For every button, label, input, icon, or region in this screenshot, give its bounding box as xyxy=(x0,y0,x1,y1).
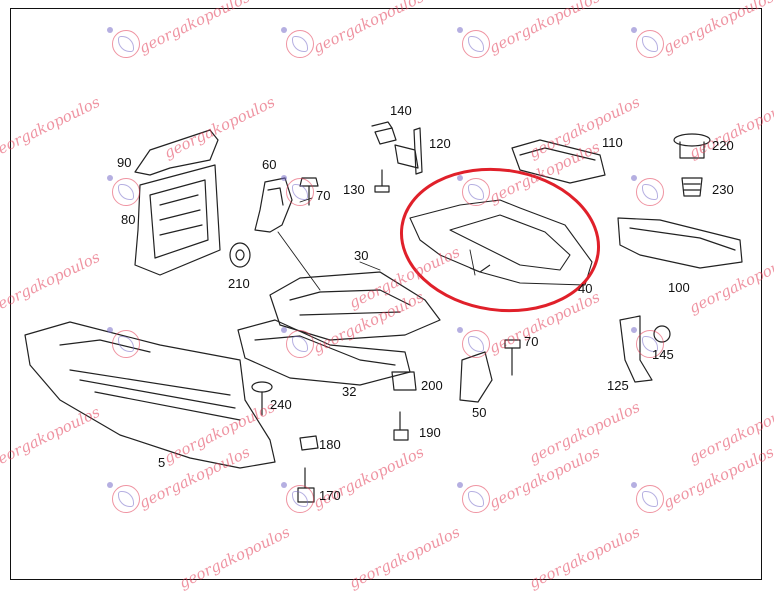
callout-100[interactable]: 100 xyxy=(668,280,690,295)
watermark-logo-icon xyxy=(631,175,664,206)
callout-125[interactable]: 125 xyxy=(607,378,629,393)
part-110-cover xyxy=(511,139,606,184)
watermark-logo-icon xyxy=(631,482,664,513)
callout-120[interactable]: 120 xyxy=(429,136,451,151)
part-210-grommet xyxy=(229,242,251,268)
callout-230[interactable]: 230 xyxy=(712,182,734,197)
callout-180[interactable]: 180 xyxy=(319,437,341,452)
watermark-logo-icon xyxy=(281,482,314,513)
part-40-underbody-cover-highlighted xyxy=(409,199,593,286)
callout-leader-lines xyxy=(277,197,476,291)
part-220-grommet xyxy=(673,133,711,159)
watermark-logo-icon xyxy=(457,175,490,206)
callout-220[interactable]: 220 xyxy=(712,138,734,153)
part-50-bracket xyxy=(459,351,493,403)
bolt-190 xyxy=(393,411,409,441)
part-200-clip xyxy=(391,371,417,391)
part-5-engine-undershield xyxy=(24,321,276,469)
callout-70-upper[interactable]: 70 xyxy=(316,188,331,203)
callout-200[interactable]: 200 xyxy=(421,378,443,393)
callout-240[interactable]: 240 xyxy=(270,397,292,412)
callout-50[interactable]: 50 xyxy=(472,405,487,420)
callout-110[interactable]: 110 xyxy=(602,135,623,150)
part-100-shield xyxy=(617,217,743,269)
watermark-logo-icon xyxy=(457,27,490,58)
part-60-bracket xyxy=(254,177,293,233)
watermark-logo-icon xyxy=(281,327,314,358)
callout-5[interactable]: 5 xyxy=(158,455,166,470)
callout-30[interactable]: 30 xyxy=(354,248,369,263)
callout-190[interactable]: 190 xyxy=(419,425,441,440)
watermark-logo-icon xyxy=(281,175,314,206)
bolt-70-lower xyxy=(504,339,521,376)
callout-32[interactable]: 32 xyxy=(342,384,357,399)
callout-60[interactable]: 60 xyxy=(262,157,277,172)
callout-70-lower[interactable]: 70 xyxy=(524,334,539,349)
watermark-logo-icon xyxy=(457,327,490,358)
callout-140[interactable]: 140 xyxy=(390,103,412,118)
watermark-logo-icon xyxy=(107,27,140,58)
highlight-ring xyxy=(399,167,601,313)
diagram-frame xyxy=(10,8,762,580)
callout-210[interactable]: 210 xyxy=(228,276,250,291)
bolt-240 xyxy=(251,381,273,416)
callout-90[interactable]: 90 xyxy=(117,155,132,170)
watermark-logo-icon xyxy=(631,327,664,358)
watermark-logo-icon xyxy=(457,482,490,513)
watermark-logo-icon xyxy=(281,27,314,58)
part-125-bracket xyxy=(619,315,653,383)
callout-80[interactable]: 80 xyxy=(121,212,136,227)
watermark-logo-icon xyxy=(107,327,140,358)
part-120-bracket xyxy=(394,127,423,175)
part-140-clip xyxy=(371,121,397,145)
watermark-logo-icon xyxy=(107,482,140,513)
callout-130[interactable]: 130 xyxy=(343,182,365,197)
callout-145[interactable]: 145 xyxy=(652,347,674,362)
callout-170[interactable]: 170 xyxy=(319,488,341,503)
part-90-bracket xyxy=(134,129,221,276)
clip-180 xyxy=(299,435,319,451)
callout-40[interactable]: 40 xyxy=(578,281,593,296)
part-230-clip xyxy=(681,177,703,197)
watermark-logo-icon xyxy=(631,27,664,58)
bolt-130 xyxy=(374,169,390,193)
watermark-logo-icon xyxy=(107,175,140,206)
